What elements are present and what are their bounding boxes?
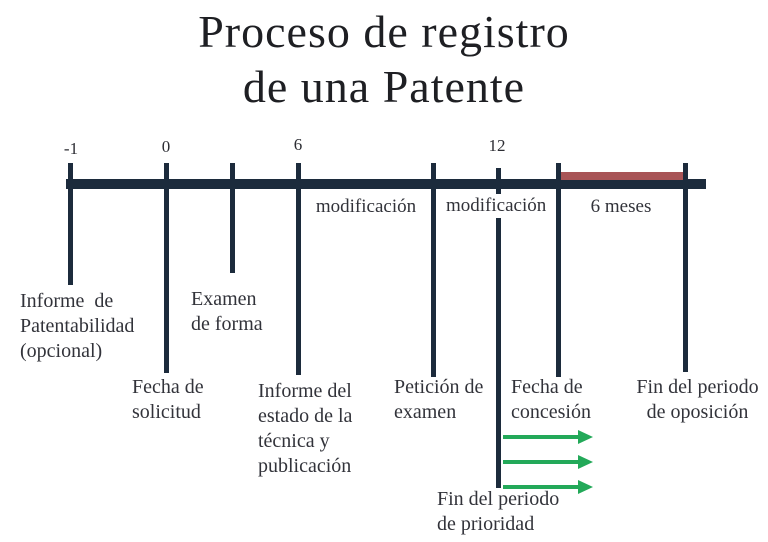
tick-minus1 [68, 163, 73, 285]
arrow-right-icon [503, 455, 593, 469]
milestone-fecha-solicitud: Fecha de solicitud [132, 376, 204, 423]
tick-12-fin-prioridad [496, 168, 501, 488]
axis-number-6: 6 [293, 135, 303, 154]
axis-number-minus1: -1 [63, 139, 79, 158]
axis-number-12: 12 [488, 136, 506, 155]
milestone-peticion-examen: Petición de examen [394, 376, 484, 423]
tick-0 [164, 163, 169, 373]
span-label-modificacion-2: modificación [441, 194, 552, 218]
opposition-period-highlight [558, 172, 686, 180]
arrow-head [578, 480, 593, 494]
milestone-informe-estado-tecnica: Informe del estado de la técnica y publi… [258, 380, 353, 477]
span-label-modificacion-1: modificación [315, 196, 417, 217]
tick-concesion [556, 163, 561, 377]
milestone-examen-de-forma: Examen de forma [191, 288, 263, 335]
axis-number-0: 0 [161, 137, 171, 156]
span-label-6-meses: 6 meses [590, 196, 652, 217]
arrow-shaft [503, 435, 581, 439]
arrow-head [578, 455, 593, 469]
milestone-informe-patentabilidad: Informe de Patentabilidad (opcional) [20, 290, 135, 362]
arrow-head [578, 430, 593, 444]
milestone-fecha-concesion: Fecha de concesión [511, 376, 591, 423]
arrow-right-icon [503, 430, 593, 444]
milestone-fin-periodo-prioridad: Fin del periodo de prioridad [437, 488, 560, 535]
arrow-right-icon [503, 480, 593, 494]
arrow-shaft [503, 460, 581, 464]
arrow-shaft [503, 485, 581, 489]
page-title: Proceso de registro de una Patente [198, 6, 570, 112]
tick-examen-de-forma [230, 163, 235, 273]
timeline-bar [66, 179, 706, 189]
tick-peticion-examen [431, 163, 436, 377]
milestone-fin-periodo-oposicion: Fin del periodo de oposición [636, 376, 759, 423]
tick-fin-oposicion [683, 163, 688, 372]
tick-6 [296, 163, 301, 375]
